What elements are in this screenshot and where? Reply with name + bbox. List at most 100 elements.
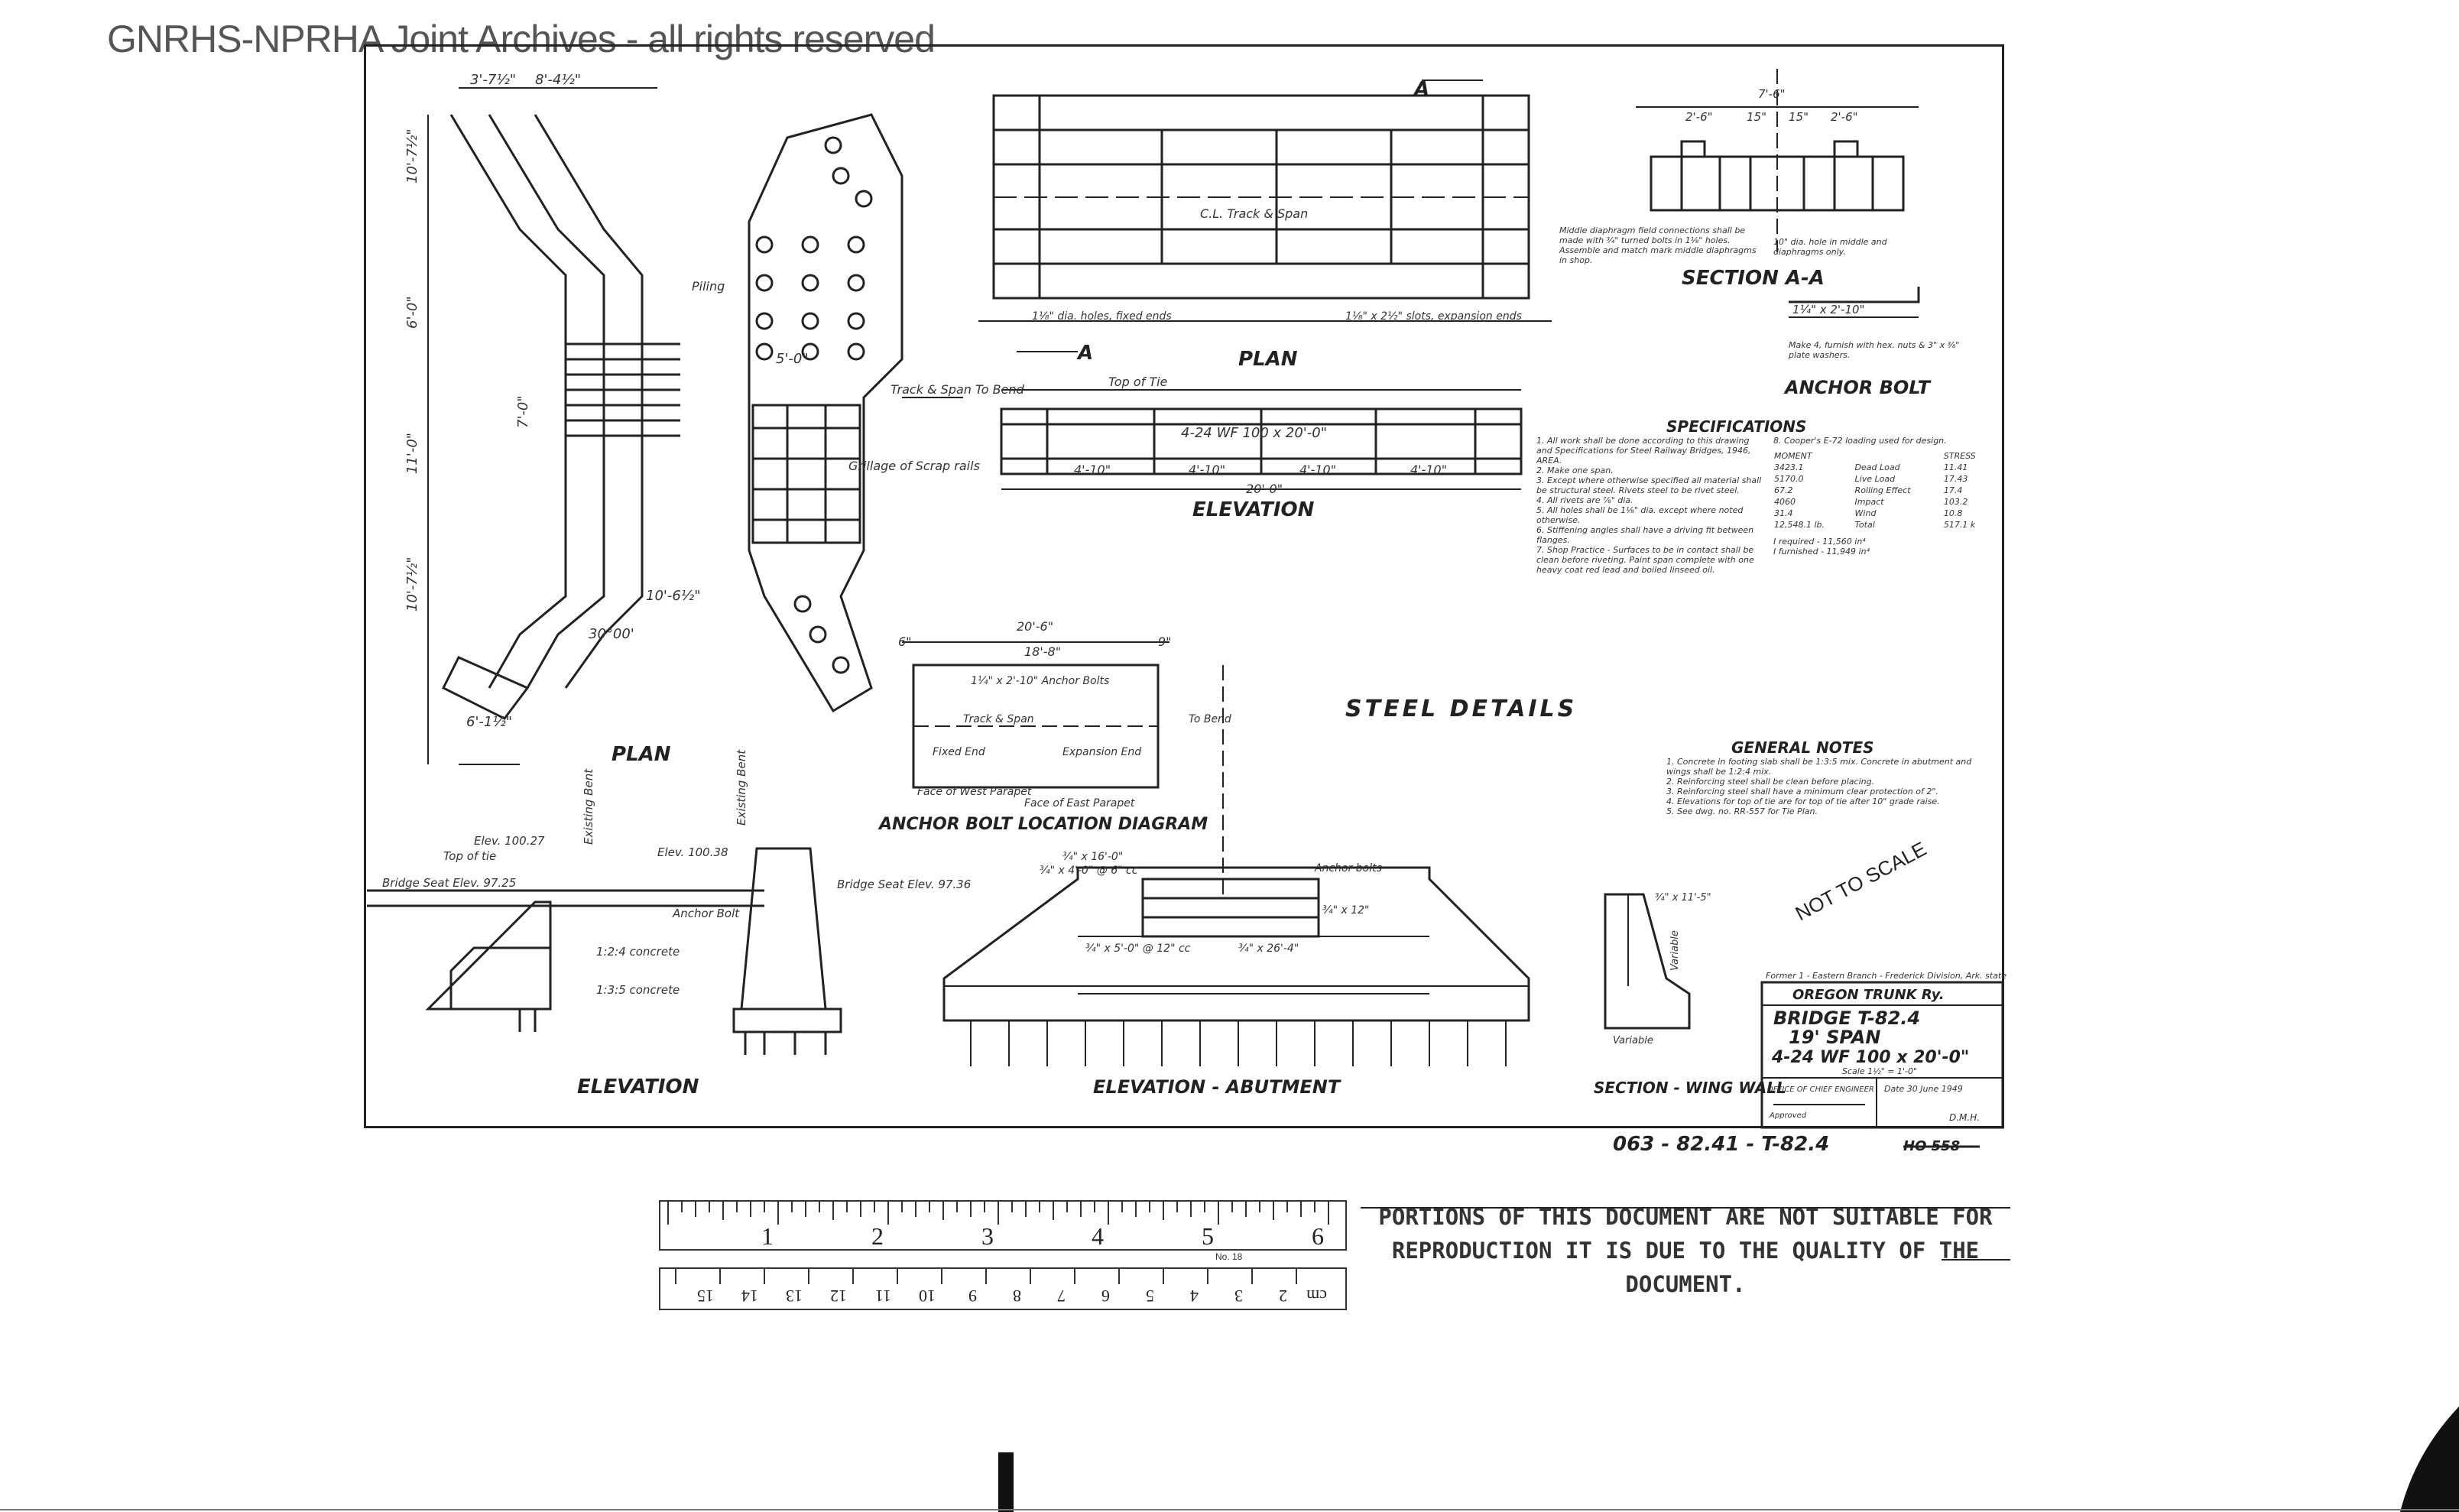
spec-item-7: 7. Shop Practice - Surfaces to be in con…	[1536, 545, 1754, 575]
anchor-dim-4: 6"	[898, 634, 912, 649]
ruler-inch-4: 4	[1092, 1222, 1104, 1249]
anchor-note-5: Expansion End	[1062, 746, 1141, 758]
loading-note: 8. Cooper's E-72 loading used for design…	[1773, 436, 1947, 446]
inch-ruler-ticks: 1 2 3 4 5 6	[667, 1202, 1329, 1250]
section-marker-top: A	[1413, 78, 1429, 101]
left-dim-7: 6'-1½"	[466, 714, 512, 730]
elev-note-5: Bridge Seat Elev. 97.36	[837, 878, 971, 891]
left-dim-8: 10'-6½"	[646, 588, 701, 604]
title-date: Date 30 June 1949	[1884, 1084, 1963, 1094]
ruler-inch-6: 6	[1312, 1222, 1324, 1249]
spec-item-6: 6. Stiffening angles shall have a drivin…	[1536, 525, 1754, 545]
ruler-cm-2: 2	[1279, 1286, 1287, 1306]
reproduction-notice: PORTIONS OF THIS DOCUMENT ARE NOT SUITAB…	[1378, 1204, 1993, 1297]
ruler-inch-1: 1	[761, 1222, 774, 1249]
elev-note-1: Elev. 100.27	[474, 834, 545, 848]
section-marker-bottom: A	[1076, 342, 1093, 365]
title-drawn: D.M.H.	[1949, 1112, 1980, 1123]
ruler-cm-9: 9	[968, 1286, 977, 1306]
title-office: OFFICE OF CHIEF ENGINEER	[1767, 1085, 1874, 1094]
table-head-moment: MOMENT	[1774, 451, 1812, 461]
ruler-cm-14: 14	[741, 1286, 758, 1306]
general-note-4: 4. Elevations for top of tie are for top…	[1666, 797, 1940, 806]
ruler-cm-13: 13	[786, 1286, 803, 1306]
ruler-brand: No. 18	[1215, 1251, 1243, 1262]
table-head-stress: STRESS	[1943, 451, 1976, 461]
cm-ruler-ticks: cm 2 3 4 5 6 7 8 9 10 11 12 13 14 15	[675, 1269, 1327, 1306]
ruler-cm-3: 3	[1234, 1286, 1243, 1306]
elev-note-9: Existing Bent	[582, 768, 595, 845]
elev-note-10: Existing Bent	[735, 749, 748, 826]
diaphragm-note: Middle diaphragm field connections shall…	[1559, 226, 1757, 265]
anchor-bolt-note: Make 4, furnish with hex. nuts & 3" x ⅜"…	[1789, 340, 1960, 360]
anchor-note-2: Track & Span	[963, 713, 1034, 725]
section-dim-total: 7'-6"	[1758, 87, 1786, 101]
anchor-diagram-label: ANCHOR BOLT LOCATION DIAGRAM	[878, 815, 1208, 834]
ruler-inch-5: 5	[1202, 1222, 1214, 1249]
abutment-note-1: Anchor bolts	[1314, 862, 1382, 874]
title-top-note: Former 1 - Eastern Branch - Frederick Di…	[1766, 971, 2006, 981]
general-note-3: 3. Reinforcing steel shall have a minimu…	[1666, 787, 1938, 797]
archive-watermark: GNRHS-NPRHA Joint Archives - all rights …	[107, 18, 936, 60]
ruler-cm-10: 10	[919, 1286, 936, 1306]
anchor-bolt-label: ANCHOR BOLT	[1783, 377, 1932, 398]
ruler-inch-3: 3	[981, 1222, 994, 1249]
cm-ruler: cm 2 3 4 5 6 7 8 9 10 11 12 13 14 15	[659, 1267, 1347, 1310]
section-dim-2: 15"	[1747, 110, 1766, 124]
abutment-note-3: ¾" x 4'-0" @ 6" cc	[1040, 865, 1138, 877]
anchor-bolt-spec: 1¼" x 2'-10"	[1792, 303, 1864, 316]
anchor-dim-1: 20'-6"	[1017, 619, 1053, 634]
left-dim-2: 8'-4½"	[535, 72, 581, 88]
wing-wall-label: SECTION - WING WALL	[1594, 1079, 1786, 1097]
left-plan-label: PLAN	[612, 743, 671, 766]
top-elevation-label: ELEVATION	[1192, 498, 1315, 521]
bridge-number: BRIDGE T-82.4	[1773, 1007, 1920, 1029]
section-dim-1: 2'-6"	[1685, 110, 1713, 124]
elev-overall-dim: 20'-0"	[1246, 482, 1283, 496]
elev-note-8: 1:3:5 concrete	[596, 983, 680, 997]
left-dim-10: 7'-0"	[515, 395, 531, 428]
specifications-title: SPECIFICATIONS	[1666, 417, 1806, 436]
ruler-cm-label: cm	[1306, 1286, 1327, 1306]
anchor-note-3: To Bend	[1189, 713, 1231, 725]
elev-note-4: Bridge Seat Elev. 97.25	[382, 876, 516, 890]
not-to-scale-stamp: NOT TO SCALE	[1792, 837, 1930, 925]
steel-details-heading: STEEL DETAILS	[1345, 696, 1577, 722]
expansion-end-note: 1¹⁄₈" x 2½" slots, expansion ends	[1345, 310, 1522, 323]
ruler-cm-6: 6	[1101, 1286, 1110, 1306]
anchor-note-4: Fixed End	[933, 746, 985, 758]
elev-note-2: Top of tie	[443, 849, 496, 863]
spec-item-3: 3. Except where otherwise specified all …	[1536, 475, 1762, 495]
elev-note-3: Elev. 100.38	[657, 845, 728, 859]
left-dim-11: 5'-0"	[776, 351, 809, 367]
left-dim-3: 10'-7½"	[404, 128, 420, 183]
bridge-span: 19' SPAN	[1789, 1027, 1880, 1048]
abutment-note-5: ¾" x 5'-0" @ 12" cc	[1085, 943, 1191, 955]
drawing-number: 063 - 82.41 - T-82.4	[1613, 1133, 1829, 1156]
left-dim-1: 3'-7½"	[470, 72, 516, 88]
section-dim-3: 15"	[1789, 110, 1809, 124]
wing-note-2: Variable	[1613, 1035, 1653, 1046]
ruler-cm-12: 12	[830, 1286, 847, 1306]
top-of-tie-label: Top of Tie	[1108, 375, 1168, 389]
i-required: I required - 11,560 in⁴	[1773, 537, 1866, 547]
left-dim-5: 11'-0"	[404, 433, 420, 474]
spec-item-4: 4. All rivets are ⅞" dia.	[1536, 495, 1633, 505]
track-span-note: Track & Span To Bend	[890, 382, 1025, 397]
elev-note-7: 1:2:4 concrete	[596, 945, 680, 959]
table-head-blank	[1854, 450, 1943, 462]
general-notes-title: GENERAL NOTES	[1731, 738, 1874, 757]
section-dim-4: 2'-6"	[1831, 110, 1858, 124]
abutment-note-2: ¾" x 16'-0"	[1062, 851, 1123, 863]
top-plan-label: PLAN	[1238, 348, 1298, 371]
inch-ruler: 1 2 3 4 5 6	[659, 1200, 1347, 1251]
anchor-note-1: 1¼" x 2'-10" Anchor Bolts	[971, 675, 1109, 687]
abutment-note-4: ¾" x 12"	[1322, 904, 1369, 917]
general-note-1: 1. Concrete in footing slab shall be 1:3…	[1666, 757, 1972, 777]
